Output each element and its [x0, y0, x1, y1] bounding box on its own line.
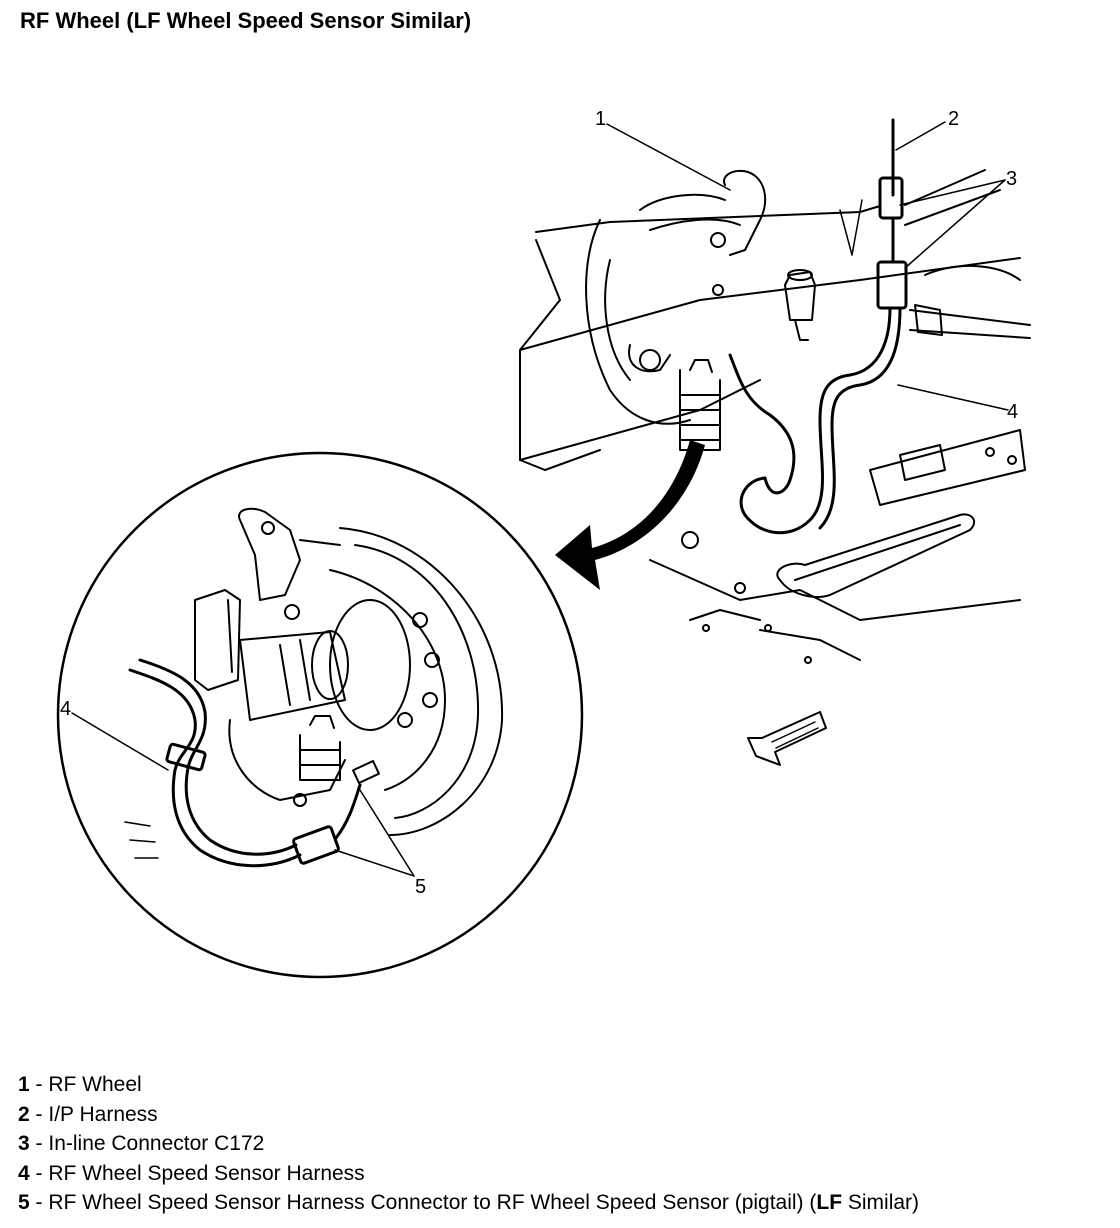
legend-separator: -	[29, 1073, 49, 1096]
legend-number: 3	[18, 1132, 30, 1155]
legend-item: 5 - RF Wheel Speed Sensor Harness Connec…	[18, 1188, 919, 1218]
leader-lines	[71, 121, 1009, 877]
wheel-speed-sensor-diagram: 1 2 3 4 4 5	[56, 108, 1031, 979]
legend-text: RF Wheel Speed Sensor Harness	[48, 1161, 365, 1185]
diagram-title: RF Wheel (LF Wheel Speed Sensor Similar)	[20, 8, 472, 33]
legend-separator: -	[29, 1191, 49, 1214]
vehicle-overview-illustration	[519, 169, 1031, 664]
legend-text: RF Wheel	[48, 1073, 142, 1096]
legend-number: 4	[18, 1161, 30, 1185]
legend-text: In-line Connector C172	[48, 1132, 265, 1155]
callout-4-detail: 4	[60, 698, 71, 720]
callout-1: 1	[595, 108, 606, 130]
callout-4-overview: 4	[1007, 401, 1018, 423]
legend: 1 - RF Wheel 2 - I/P Harness 3 - In-line…	[18, 1070, 919, 1218]
callout-5: 5	[415, 876, 426, 898]
legend-item: 2 - I/P Harness	[18, 1100, 919, 1130]
brake-rotor-detail	[124, 507, 504, 859]
legend-text: I/P Harness	[48, 1102, 158, 1126]
legend-number: 5	[18, 1191, 30, 1214]
detail-circle	[56, 451, 584, 979]
legend-number: 1	[18, 1073, 30, 1096]
harness-overview	[728, 118, 908, 535]
legend-text-main: RF Wheel Speed Sensor Harness Connector …	[48, 1191, 817, 1214]
legend-item: 4 - RF Wheel Speed Sensor Harness	[18, 1159, 919, 1189]
detail-arrow	[555, 440, 705, 590]
legend-text: RF Wheel Speed Sensor Harness Connector …	[48, 1191, 919, 1214]
legend-separator: -	[29, 1161, 49, 1185]
legend-text-tail: Similar)	[842, 1191, 920, 1214]
legend-separator: -	[29, 1132, 49, 1155]
legend-item: 1 - RF Wheel	[18, 1070, 919, 1100]
harness-detail	[128, 658, 362, 868]
front-direction-arrow	[747, 711, 827, 766]
legend-number: 2	[18, 1102, 30, 1126]
legend-text-bold: LF	[816, 1191, 843, 1214]
callout-2: 2	[948, 108, 959, 130]
legend-separator: -	[29, 1102, 49, 1126]
legend-item: 3 - In-line Connector C172	[18, 1129, 919, 1159]
callout-3: 3	[1006, 168, 1017, 190]
